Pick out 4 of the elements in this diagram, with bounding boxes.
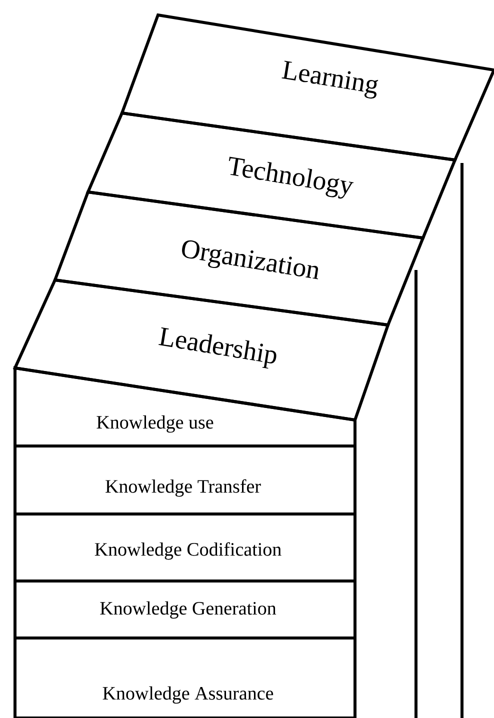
layer-box: Knowledge Assurance [14,636,356,718]
layer-box: Knowledge Transfer [14,444,356,516]
layer-box: Knowledge Codification [14,512,356,582]
layer-box: Knowledge Generation [14,580,356,640]
